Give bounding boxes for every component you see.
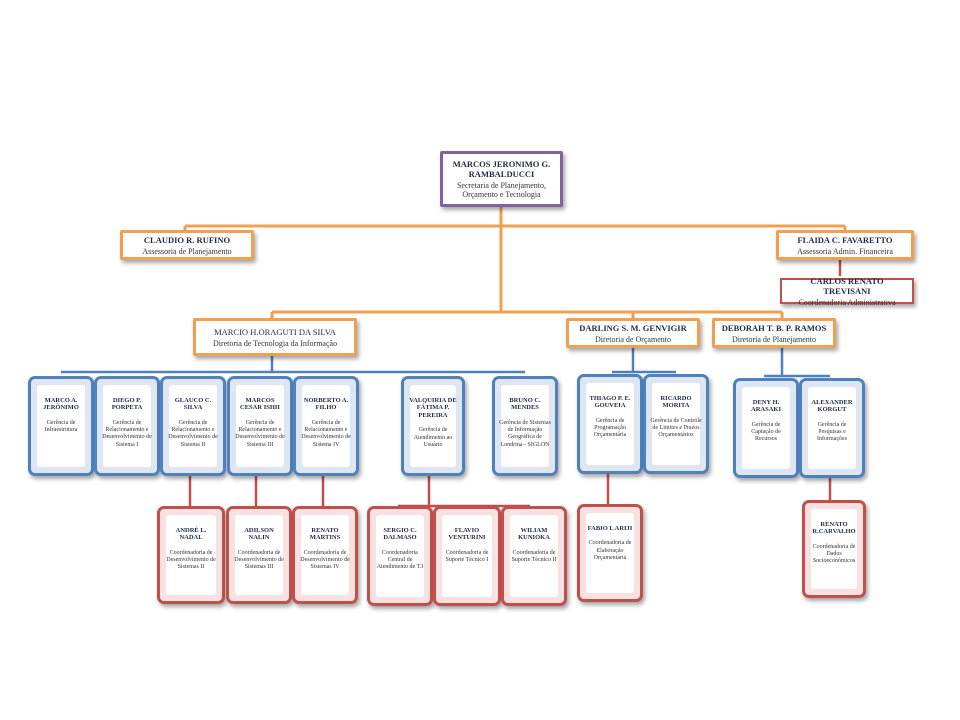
- node-role: Gerência de Infraestrutura: [44, 419, 78, 434]
- node-role: Gerência de Relacionamento e Desenvolvim…: [301, 419, 351, 448]
- node-name: FLAVIO VENTURINI: [448, 527, 486, 542]
- node-role: Gerência de Controle de Limites e Prazos…: [650, 417, 702, 439]
- node-name: DENY H. ARASAKI: [751, 399, 781, 414]
- node-name: FLAIDA C. FAVARETTO: [797, 234, 893, 245]
- node-name: MARCOS CESAR ISHII: [240, 397, 280, 412]
- node-role: Gerência de Pesquisas e Informações: [817, 421, 847, 443]
- node-name: GLAUCO C. SILVA: [174, 397, 212, 412]
- node-name: NORBERTO A. FILHO: [303, 397, 349, 412]
- node-gerencia-programacao: THIAGO P. E. GOUVEIA Gerência de Program…: [577, 374, 643, 474]
- node-diretoria-planejamento: DEBORAH T. B. P. RAMOS Diretoria de Plan…: [712, 318, 836, 348]
- node-role: Coordenadoria de Elaboração Orçamentária: [588, 540, 632, 561]
- node-role: Gerência de Atendimento ao Usuário: [413, 427, 453, 448]
- node-coordenadoria-suporte-2: WILIAM KUNIOKA Coordenadoria de Suporte …: [501, 506, 567, 606]
- node-gerencia-sistema-1: DIEGO P. PORPETA Gerência de Relacioname…: [94, 376, 160, 476]
- node-assessoria-planejamento: CLAUDIO R. RUFINO Assessoria de Planejam…: [120, 230, 254, 260]
- node-gerencia-sistema-4: NORBERTO A. FILHO Gerência de Relacionam…: [293, 376, 359, 476]
- node-role: Secretaria de Planejamento, Orçamento e …: [456, 181, 547, 199]
- node-role: Coordenadoria de Desenvolvimento de Sist…: [166, 549, 216, 571]
- node-role: Coordenadoria Central de Atendimento de …: [376, 549, 424, 571]
- node-gerencia-sistema-3: MARCOS CESAR ISHII Gerência de Relaciona…: [227, 376, 293, 476]
- node-name: MARCIO H.ORAGUTI DA SILVA: [214, 326, 336, 337]
- node-name: ADILSON NALIN: [244, 527, 274, 542]
- node-coordenadoria-suporte-1: FLAVIO VENTURINI Coordenadoria de Suport…: [433, 506, 501, 606]
- node-name: MARCOS JERONIMO G. RAMBALDUCCI: [452, 159, 551, 179]
- node-name: DIEGO P. PORPETA: [111, 397, 143, 412]
- node-role: Gerência de Relacionamento e Desenvolvim…: [102, 419, 152, 448]
- node-role: Gerência de Relacionamento e Desenvolvim…: [235, 419, 285, 448]
- node-name: SERGIO C. DALMASO: [383, 527, 417, 542]
- node-role: Gerência de Programação Orçamentária: [593, 417, 627, 439]
- node-coordenadoria-elaboracao: FABIO L ARIJI Coordenadoria de Elaboraçã…: [577, 504, 643, 602]
- node-name: DARLING S. M. GENVIGIR: [579, 322, 687, 333]
- node-gerencia-sistema-2: GLAUCO C. SILVA Gerência de Relacionamen…: [160, 376, 226, 476]
- node-top-secretaria: MARCOS JERONIMO G. RAMBALDUCCI Secretari…: [440, 151, 563, 207]
- node-name: RICARDO MORITA: [660, 395, 692, 410]
- node-role: Gerência de Captação de Recursos: [751, 421, 781, 443]
- node-name: ALEXANDER KORGUT: [811, 399, 853, 414]
- node-role: Coordenadoria de Dados Socioeconômicos: [812, 543, 856, 565]
- node-name: FABIO L ARIJI: [587, 525, 633, 532]
- node-name: RENATO MARTINS: [309, 527, 341, 542]
- node-name: BRUNO C. MENDES: [509, 397, 541, 412]
- node-name: CLAUDIO R. RUFINO: [143, 234, 231, 245]
- node-diretoria-tecnologia: MARCIO H.ORAGUTI DA SILVA Diretoria de T…: [193, 318, 357, 356]
- node-role: Diretoria de Orçamento: [595, 334, 671, 344]
- node-name: DEBORAH T. B. P. RAMOS: [721, 322, 827, 333]
- node-coordenadoria-central-atendimento: SERGIO C. DALMASO Coordenadoria Central …: [367, 506, 433, 606]
- node-gerencia-controle-limites: RICARDO MORITA Gerência de Controle de L…: [643, 374, 709, 474]
- node-coordenadoria-sistemas-4: RENATO MARTINS Coordenadoria de Desenvol…: [292, 506, 358, 604]
- node-role: Diretoria de Planejamento: [732, 334, 816, 344]
- node-gerencia-atendimento: VALQUIRIA DE FÁTIMA P. PEREIRA Gerência …: [401, 376, 465, 476]
- node-name: VALQUIRIA DE FÁTIMA P. PEREIRA: [409, 397, 457, 419]
- node-coordenadoria-sistemas-3: ADILSON NALIN Coordenadoria de Desenvolv…: [226, 506, 292, 604]
- node-name: WILIAM KUNIOKA: [518, 527, 550, 542]
- node-coordenadoria-dados: RENATO R.CARVALHO Coordenadoria de Dados…: [802, 500, 866, 598]
- node-coordenadoria-sistemas-2: ANDRÉ L. NADAL Coordenadoria de Desenvol…: [157, 506, 225, 604]
- node-role: Coordenadoria de Desenvolvimento de Sist…: [300, 549, 350, 571]
- node-role: Coordenadoria Administrativa: [798, 297, 896, 307]
- node-role: Gerência de Sistemas de Informação Geogr…: [499, 419, 551, 448]
- node-role: Gerência de Relacionamento e Desenvolvim…: [168, 419, 218, 448]
- node-coordenadoria-administrativa: CARLOS RENATO TREVISANI Coordenadoria Ad…: [780, 275, 914, 307]
- node-gerencia-pesquisas: ALEXANDER KORGUT Gerência de Pesquisas e…: [799, 378, 865, 478]
- node-assessoria-financeira: FLAIDA C. FAVARETTO Assessoria Admin. Fi…: [776, 230, 914, 260]
- node-gerencia-captacao: DENY H. ARASAKI Gerência de Captação de …: [733, 378, 799, 478]
- node-name: ANDRÉ L. NADAL: [175, 527, 207, 542]
- node-name: THIAGO P. E. GOUVEIA: [589, 395, 631, 410]
- node-role: Diretoria de Tecnologia da Informação: [212, 338, 338, 348]
- node-role: Coordenadoria de Suporte Técnico I: [445, 549, 489, 564]
- node-gerencia-siglon: BRUNO C. MENDES Gerência de Sistemas de …: [492, 376, 558, 476]
- node-role: Coordenadoria de Desenvolvimento de Sist…: [234, 549, 284, 571]
- node-gerencia-infraestrutura: MARCO A. JERÔNIMO Gerência de Infraestru…: [28, 376, 94, 476]
- node-name: CARLOS RENATO TREVISANI: [810, 275, 884, 296]
- node-role: Assessoria Admin. Financeira: [797, 246, 893, 256]
- node-role: Coordenadoria de Suporte Técnico II: [511, 549, 557, 564]
- node-diretoria-orcamento: DARLING S. M. GENVIGIR Diretoria de Orça…: [566, 318, 700, 348]
- node-role: Assessoria de Planejamento: [142, 246, 232, 256]
- node-name: MARCO A. JERÔNIMO: [43, 397, 79, 412]
- node-name: RENATO R.CARVALHO: [812, 521, 856, 536]
